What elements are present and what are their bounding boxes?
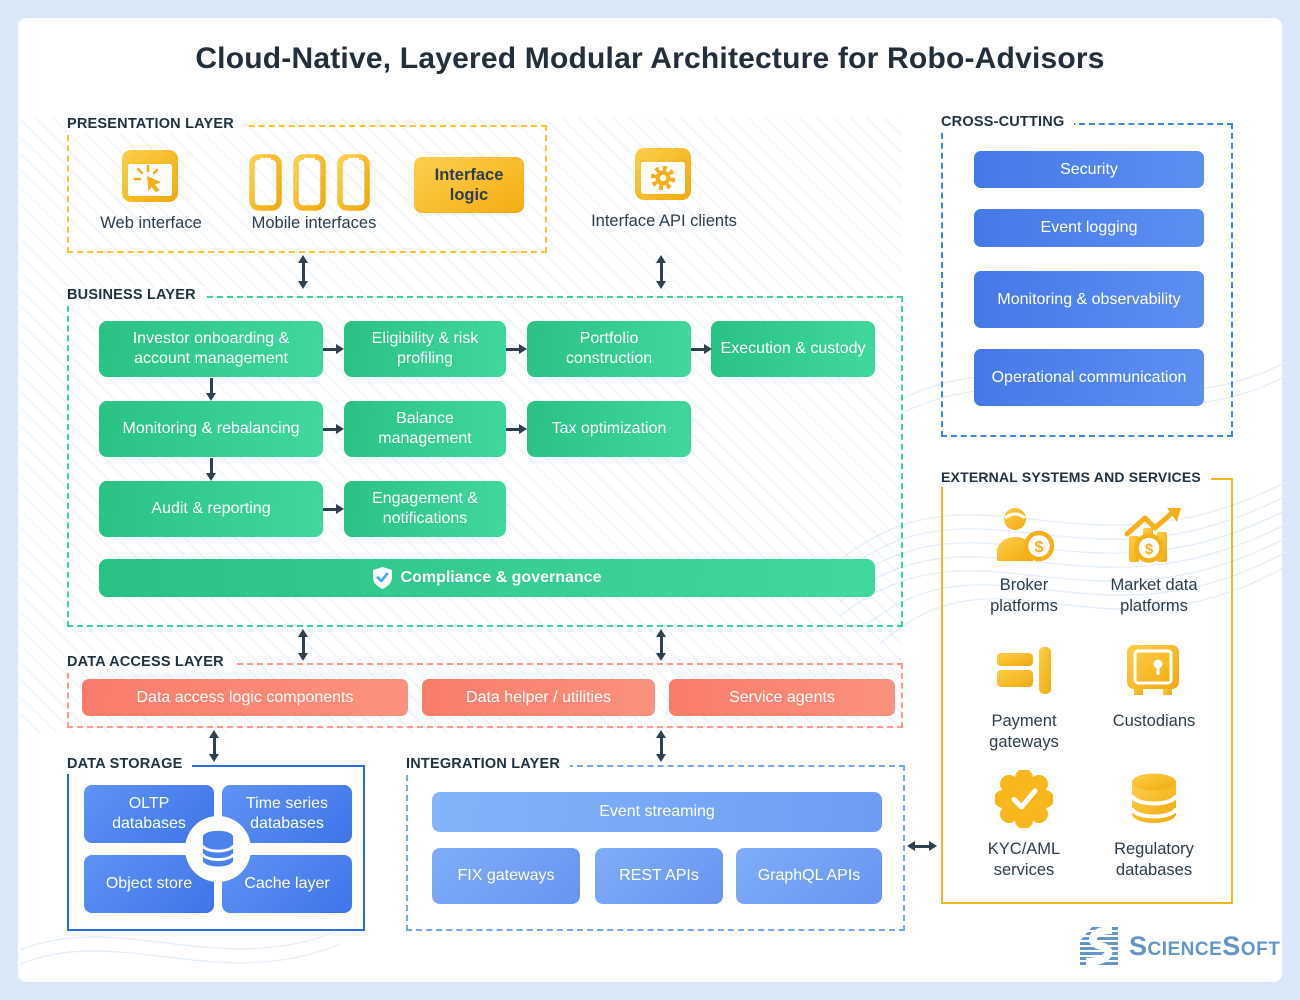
arrow-business-dataaccess-left [302,637,305,653]
business-node: Monitoring & rebalancing [99,401,323,457]
mobile-interfaces-icon [249,154,370,211]
external-item-label: KYC/AML services [987,840,1061,879]
database-blue-icon [187,818,249,880]
arrow-dataaccess-storage [213,738,216,754]
business-node: Engagement & notifications [344,481,506,537]
external-systems-label: EXTERNAL SYSTEMS AND SERVICES [941,469,1211,487]
broker-platforms-icon: $ [993,504,1055,566]
presentation-layer: PRESENTATION LAYER Web interface Mobile … [67,116,547,253]
brand-name: ScienceSoft [1129,930,1281,961]
cross-cutting-panel: CROSS-CUTTING Security Event logging Mon… [941,114,1233,437]
integration-api-node: GraphQL APIs [736,848,882,904]
brand-logo: ScienceSoft [1078,925,1280,967]
web-interface-label: Web interface [100,214,202,232]
arrow-down [210,458,213,473]
data-access-node: Data access logic components [82,679,408,716]
arrow-right [691,348,704,351]
integration-api-node: REST APIs [595,848,723,904]
data-storage-layer: DATA STORAGE OLTP databases Time series … [67,756,365,931]
arrow-down [210,378,213,393]
api-clients-label: Interface API clients [591,212,737,230]
external-item: Payment gateways [954,640,1094,752]
external-item-label: Payment gateways [989,712,1059,751]
interface-logic-node: Interface logic [414,157,524,213]
external-item: $ Broker platforms [954,504,1094,616]
arrow-presentation-business-left [302,263,305,281]
cross-cutting-node: Monitoring & observability [974,271,1204,328]
cross-cutting-node: Operational communication [974,349,1204,406]
svg-text:$: $ [1145,541,1154,558]
compliance-governance-bar: Compliance & governance [99,559,875,597]
storage-node: Object store [84,855,214,913]
arrow-right [506,348,519,351]
mobile-interfaces-label: Mobile interfaces [251,214,377,232]
cross-cutting-node: Security [974,151,1204,188]
arrow-right [323,348,336,351]
external-item: Regulatory databases [1084,768,1224,880]
arrow-dataaccess-integration [660,738,663,754]
compliance-governance-label: Compliance & governance [400,569,602,587]
external-item-label: Custodians [1112,712,1196,730]
payment-card-icon [995,640,1053,702]
arrow-right [323,508,336,511]
external-item: KYC/AML services [954,768,1094,880]
business-node: Portfolio construction [527,321,691,377]
business-node: Audit & reporting [99,481,323,537]
safe-icon [1125,640,1183,702]
market-data-icon: $ [1123,504,1185,566]
business-layer-label: BUSINESS LAYER [67,287,206,305]
data-access-node: Service agents [669,679,895,716]
verification-badge-icon [995,768,1053,830]
data-access-node: Data helper / utilities [422,679,655,716]
data-storage-label: DATA STORAGE [67,756,193,774]
arrow-right [323,428,336,431]
svg-text:$: $ [1035,539,1044,556]
event-streaming-node: Event streaming [432,792,882,832]
data-access-layer: DATA ACCESS LAYER Data access logic comp… [67,654,903,728]
external-item: $ Market data platforms [1084,504,1224,616]
arrow-right [506,428,519,431]
cross-cutting-node: Event logging [974,209,1204,247]
external-item-label: Market data platforms [1110,576,1198,615]
arrow-integration-external [915,845,929,848]
business-node: Investor onboarding & account management [99,321,323,377]
data-access-layer-label: DATA ACCESS LAYER [67,654,234,672]
api-clients-icon [634,145,692,208]
page-title: Cloud-Native, Layered Modular Architectu… [195,42,1105,75]
cross-cutting-label: CROSS-CUTTING [941,114,1075,132]
business-layer: BUSINESS LAYER Investor onboarding & acc… [67,287,903,627]
external-systems-panel: EXTERNAL SYSTEMS AND SERVICES $ Broker p… [941,469,1233,904]
presentation-layer-label: PRESENTATION LAYER [67,116,244,134]
business-node: Execution & custody [711,321,875,377]
brand-logo-icon [1078,925,1120,967]
integration-api-node: FIX gateways [432,848,580,904]
external-item-label: Broker platforms [990,576,1058,615]
database-icon [1125,768,1183,830]
shield-check-icon [372,567,392,589]
business-node: Eligibility & risk profiling [344,321,506,377]
arrow-business-dataaccess-right [660,637,663,653]
integration-layer: INTEGRATION LAYER Event streaming FIX ga… [406,756,905,931]
arrow-presentation-business-right [660,263,663,281]
integration-layer-label: INTEGRATION LAYER [406,756,571,774]
web-interface-icon [121,147,179,210]
external-item: Custodians [1084,640,1224,732]
external-item-label: Regulatory databases [1114,840,1194,879]
business-node: Tax optimization [527,401,691,457]
business-node: Balance management [344,401,506,457]
